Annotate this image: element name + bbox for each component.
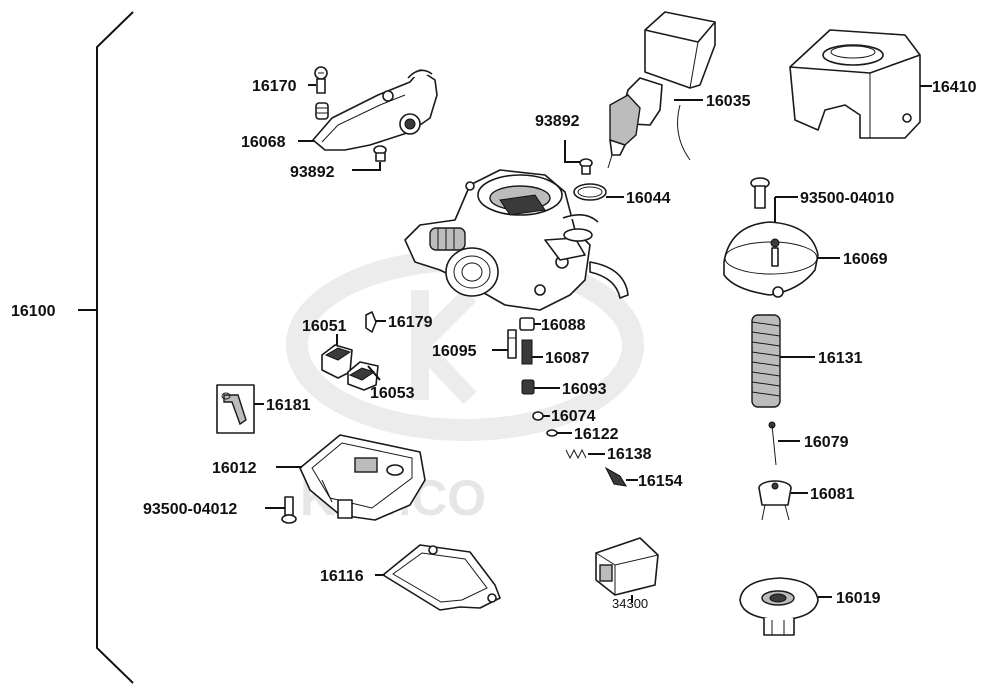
label-16154: 16154 <box>638 473 683 490</box>
part-16074-screw <box>532 411 550 421</box>
label-93892-right: 93892 <box>535 113 580 130</box>
label-16019: 16019 <box>836 590 881 607</box>
label-16138: 16138 <box>607 446 652 463</box>
part-16012-float-bowl <box>299 434 426 521</box>
part-16081-retainer <box>758 480 808 521</box>
label-16053: 16053 <box>370 385 415 402</box>
label-16069: 16069 <box>843 251 888 268</box>
label-93500-04012: 93500-04012 <box>143 501 237 518</box>
label-16410: 16410 <box>932 79 977 96</box>
part-16044-o-ring <box>573 183 607 201</box>
label-16012: 16012 <box>212 460 257 477</box>
label-16116: 16116 <box>320 568 364 585</box>
label-16088: 16088 <box>541 317 586 334</box>
label-16122: 16122 <box>574 426 619 443</box>
assembly-bracket <box>78 11 134 684</box>
part-93892-screw-left <box>352 145 387 171</box>
part-16087-main-jet-holder <box>521 339 543 365</box>
part-16131-spring <box>751 314 781 408</box>
part-16170-screw <box>308 66 328 94</box>
label-16181: 16181 <box>266 397 311 414</box>
label-16170: 16170 <box>252 78 297 95</box>
part-93500-04012-screw <box>265 496 297 524</box>
label-16035: 16035 <box>706 93 751 110</box>
part-16088-jet <box>519 317 541 331</box>
part-16068-lever-bracket <box>312 69 438 151</box>
part-16095-needle-jet <box>492 329 517 359</box>
part-16181-tube <box>216 384 255 434</box>
part-16079-needle <box>768 421 800 466</box>
label-93500-04010: 93500-04010 <box>800 190 894 207</box>
part-16035-sensor <box>607 11 716 169</box>
label-16087: 16087 <box>545 350 590 367</box>
label-16074: 16074 <box>551 408 596 425</box>
label-93892-left: 93892 <box>290 164 335 181</box>
label-16044: 16044 <box>626 190 671 207</box>
part-16053-pin <box>367 365 381 381</box>
label-16179: 16179 <box>388 314 433 331</box>
part-16116-gasket <box>382 544 501 611</box>
part-16154-screw <box>604 466 638 487</box>
part-carburetor-body <box>404 169 599 311</box>
label-16100: 16100 <box>11 303 56 320</box>
label-34300: 34300 <box>612 596 648 611</box>
part-16069-top-cap <box>723 221 819 298</box>
label-16068: 16068 <box>241 134 286 151</box>
label-16093: 16093 <box>562 381 607 398</box>
label-16051: 16051 <box>302 318 347 335</box>
label-16079: 16079 <box>804 434 849 451</box>
part-16093-main-jet <box>521 379 560 395</box>
part-spring-small <box>315 102 329 120</box>
label-16131: 16131 <box>818 350 863 367</box>
part-hose <box>589 261 629 299</box>
part-16410-cover <box>789 29 921 139</box>
part-16019-diaphragm <box>739 577 819 636</box>
part-16122-ring <box>546 429 572 437</box>
label-16095: 16095 <box>432 343 477 360</box>
label-16081: 16081 <box>810 486 855 503</box>
part-16179-clip <box>365 311 386 333</box>
part-16138-spring <box>565 448 605 460</box>
part-93892-screw-right <box>564 140 593 175</box>
part-34300-connector <box>595 537 659 603</box>
